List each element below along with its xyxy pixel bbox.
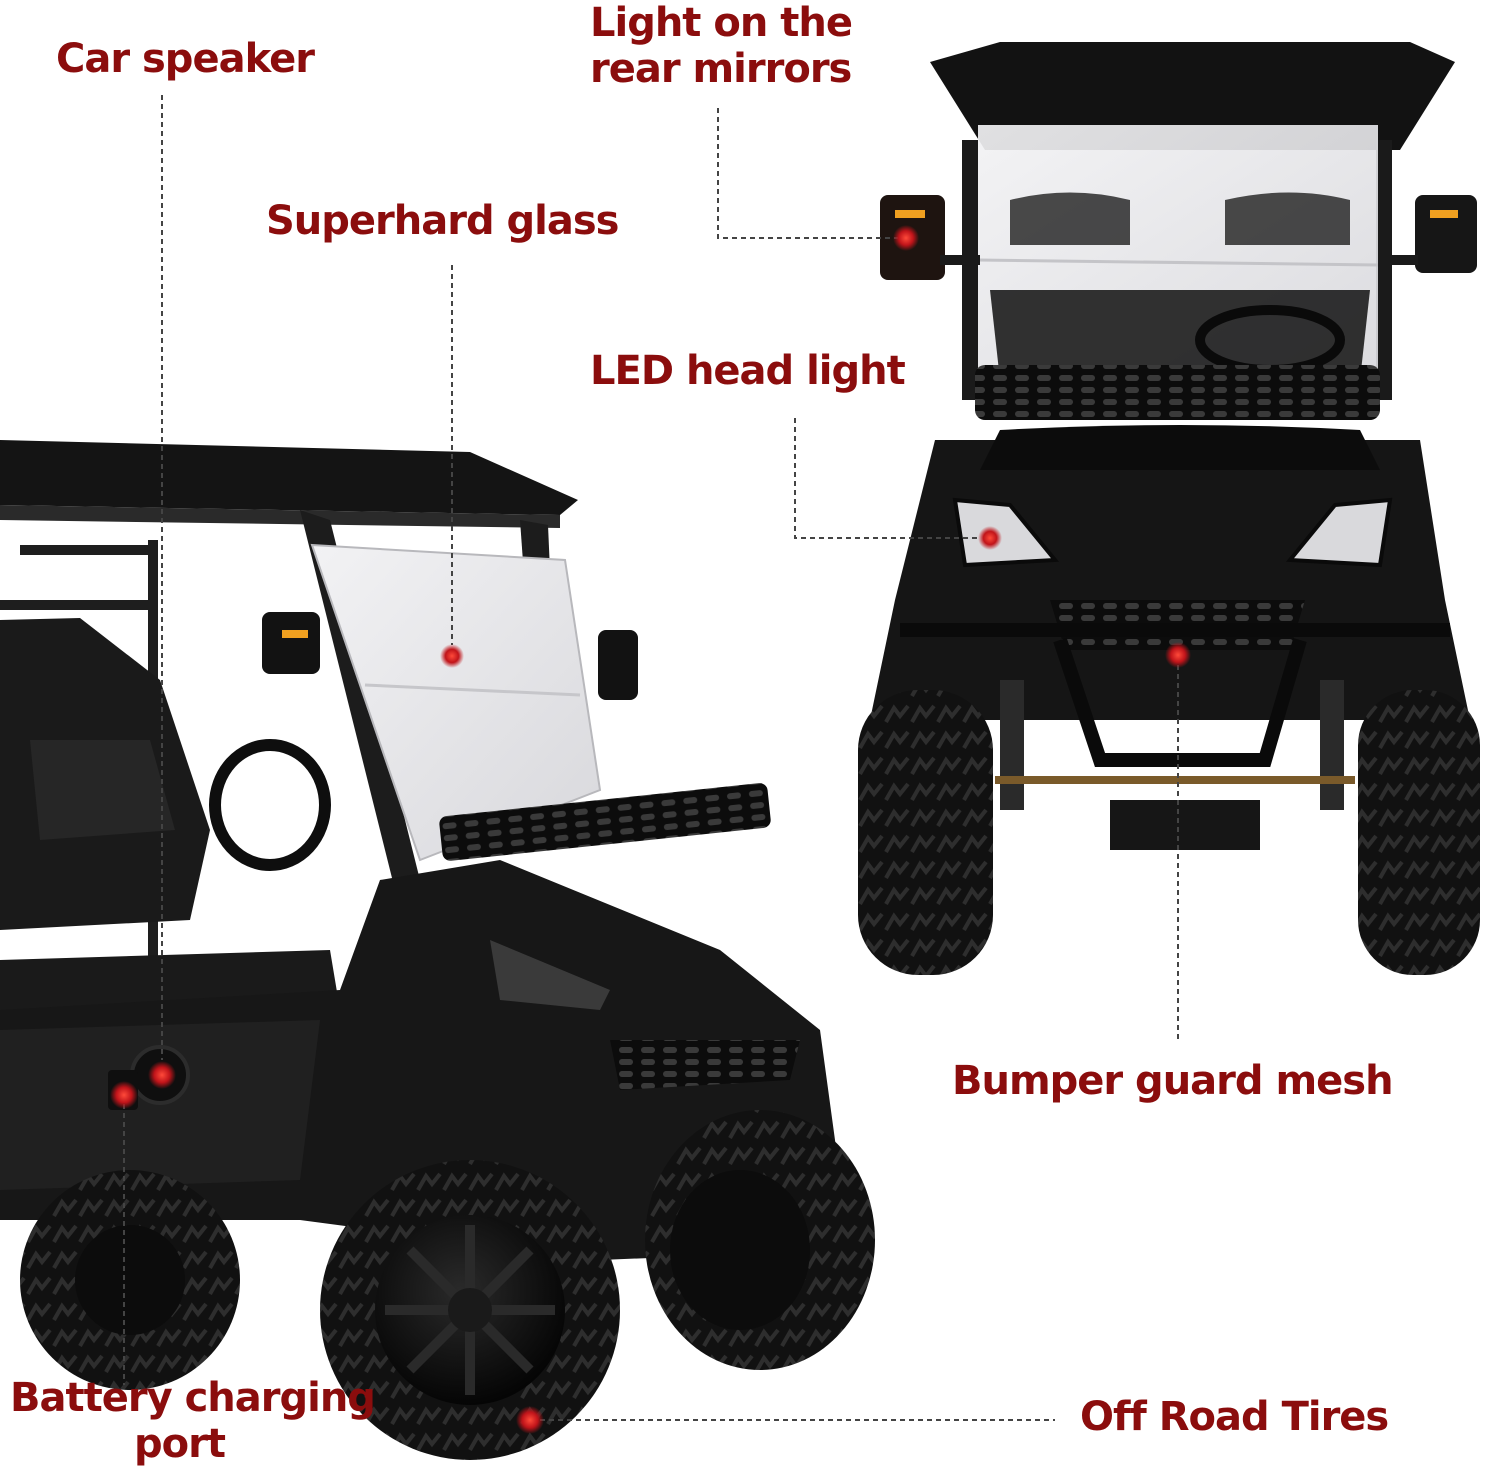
label-off-road-tires: Off Road Tires	[1080, 1394, 1389, 1440]
side-cart-right-mirror	[598, 630, 638, 700]
marker-head-light	[978, 526, 1002, 550]
label-rear-mirror-light-line-2: rear mirrors	[590, 46, 852, 92]
marker-mirror-light	[893, 225, 919, 251]
front-cart-body	[870, 440, 1470, 720]
marker-speaker	[148, 1061, 176, 1089]
label-battery-charging-port-line-2: port	[134, 1421, 226, 1467]
side-cart-light-bar	[439, 783, 771, 861]
marker-bumper-mesh	[1165, 642, 1191, 668]
label-bumper-guard-mesh: Bumper guard mesh	[952, 1058, 1394, 1104]
front-cart-right-mirror	[1415, 195, 1477, 273]
label-superhard-glass: Superhard glass	[266, 198, 619, 244]
label-led-head-light: LED head light	[590, 348, 906, 394]
front-cart-right-tire	[1358, 690, 1480, 975]
side-view-cart	[0, 440, 875, 1460]
markers	[110, 225, 1191, 1434]
label-rear-mirror-light: Light on the rear mirrors	[590, 0, 853, 92]
label-battery-charging-port-line-1: Battery charging	[10, 1375, 376, 1421]
label-battery-charging-port: Battery charging port	[10, 1375, 376, 1467]
label-rear-mirror-light-line-1: Light on the	[590, 0, 853, 46]
front-cart-light-bar	[975, 365, 1380, 420]
side-cart-left-mirror	[262, 612, 320, 674]
marker-tire	[516, 1406, 544, 1434]
front-cart-left-tire	[858, 690, 993, 975]
front-cart-left-headlight	[952, 497, 1060, 568]
front-cart-roof	[930, 42, 1455, 150]
front-cart-right-headlight	[1285, 497, 1393, 568]
marker-charging-port	[110, 1081, 138, 1109]
label-car-speaker: Car speaker	[56, 36, 315, 82]
side-cart-windshield	[310, 543, 602, 862]
side-cart-roof	[0, 440, 578, 515]
leader-led-light	[794, 418, 980, 539]
leader-mirror-light	[717, 108, 898, 239]
front-view-cart	[858, 42, 1480, 975]
leader-lines	[123, 95, 1179, 1421]
marker-glass	[440, 644, 464, 668]
